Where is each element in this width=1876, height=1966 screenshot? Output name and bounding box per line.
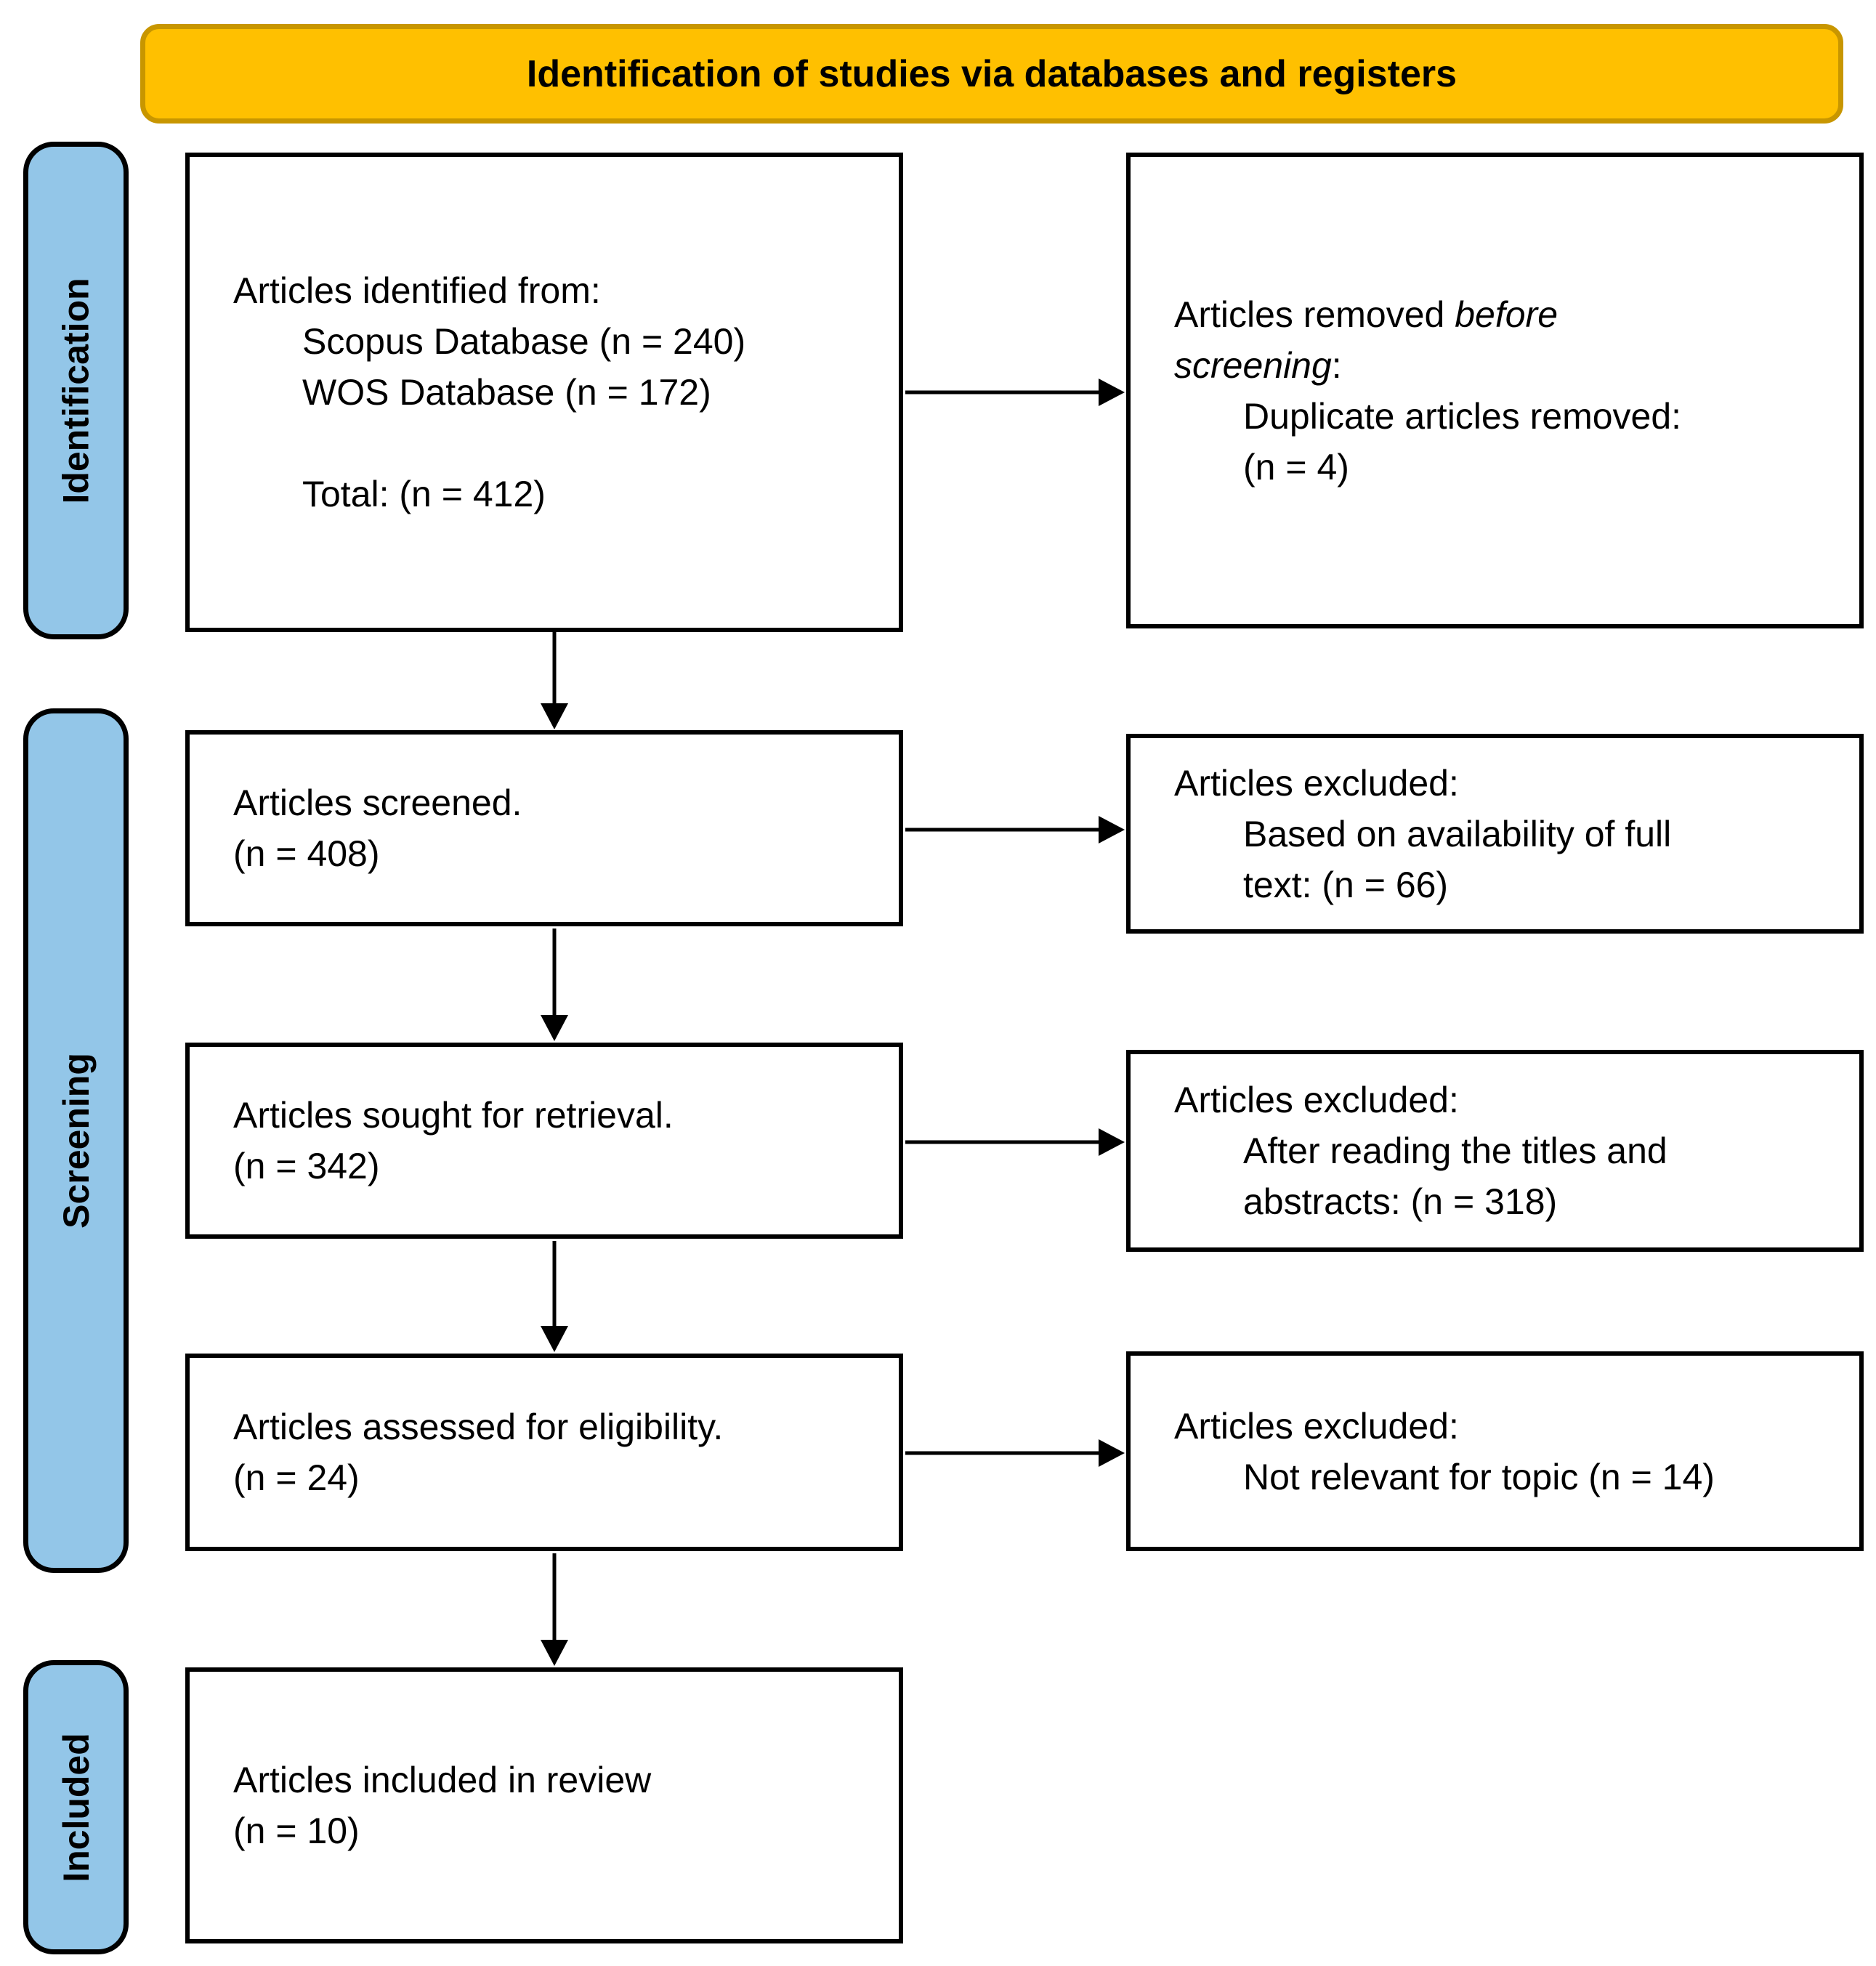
box-line: WOS Database (n = 172) [302, 372, 711, 413]
box-line: Articles sought for retrieval. [233, 1095, 674, 1136]
box-line: Articles excluded: [1174, 762, 1459, 804]
box-removed-before-screening: Articles removed before screening: Dupli… [1126, 153, 1864, 628]
arrow-right-sought-to-excluded [905, 1128, 1125, 1156]
box-articles-sought-retrieval: Articles sought for retrieval. (n = 342) [185, 1043, 903, 1239]
arrow-down-assessed-to-included [541, 1553, 568, 1666]
banner-title: Identification of studies via databases … [140, 24, 1843, 124]
stage-included: Included [23, 1660, 129, 1954]
box-line: Based on availability of full [1243, 813, 1672, 854]
stage-screening: Screening [23, 708, 129, 1573]
box-text: Articles removed [1174, 294, 1455, 335]
stage-label-screening: Screening [55, 1053, 97, 1229]
box-articles-assessed-eligibility: Articles assessed for eligibility. (n = … [185, 1354, 903, 1551]
arrow-right-assessed-to-excluded [905, 1439, 1125, 1467]
box-text-italic: screening [1174, 344, 1332, 386]
stage-label-included: Included [55, 1732, 97, 1882]
box-line: (n = 4) [1243, 446, 1349, 488]
box-line: (n = 408) [233, 833, 380, 874]
box-text-italic: before [1455, 294, 1558, 335]
box-excluded-fulltext: Articles excluded: Based on availability… [1126, 734, 1864, 934]
box-line: (n = 342) [233, 1146, 380, 1186]
arrow-down-identified-to-screened [541, 629, 568, 729]
arrow-right-screened-to-excluded [905, 816, 1125, 844]
box-line: Articles assessed for eligibility. [233, 1407, 724, 1447]
box-line: Total: (n = 412) [302, 474, 546, 514]
box-line: (n = 24) [233, 1457, 360, 1498]
box-articles-included-review: Articles included in review (n = 10) [185, 1667, 903, 1943]
arrow-down-screened-to-sought [541, 929, 568, 1041]
box-line: (n = 10) [233, 1811, 360, 1851]
stage-label-identification: Identification [55, 277, 97, 504]
box-excluded-titles-abstracts: Articles excluded: After reading the tit… [1126, 1050, 1864, 1252]
box-articles-screened: Articles screened. (n = 408) [185, 730, 903, 926]
box-line: abstracts: (n = 318) [1243, 1181, 1558, 1222]
box-line: Articles identified from: [233, 270, 601, 311]
box-line: text: (n = 66) [1243, 864, 1449, 905]
box-line: Not relevant for topic (n = 14) [1243, 1456, 1715, 1497]
box-text: : [1331, 344, 1342, 386]
arrow-right-identified-to-removed [905, 379, 1125, 406]
stage-identification: Identification [23, 142, 129, 639]
box-line: Duplicate articles removed: [1243, 395, 1682, 437]
box-excluded-not-relevant: Articles excluded: Not relevant for topi… [1126, 1351, 1864, 1551]
box-line: After reading the titles and [1243, 1130, 1667, 1171]
box-line: Articles removed before [1174, 289, 1839, 340]
box-line: Articles excluded: [1174, 1080, 1459, 1120]
box-line: Scopus Database (n = 240) [302, 321, 746, 362]
arrow-down-sought-to-assessed [541, 1241, 568, 1352]
box-articles-identified: Articles identified from: Scopus Databas… [185, 153, 903, 632]
box-line: Articles excluded: [1174, 1405, 1459, 1447]
box-line: Articles screened. [233, 782, 522, 823]
box-line: screening: [1174, 340, 1839, 391]
box-line: Articles included in review [233, 1760, 652, 1800]
